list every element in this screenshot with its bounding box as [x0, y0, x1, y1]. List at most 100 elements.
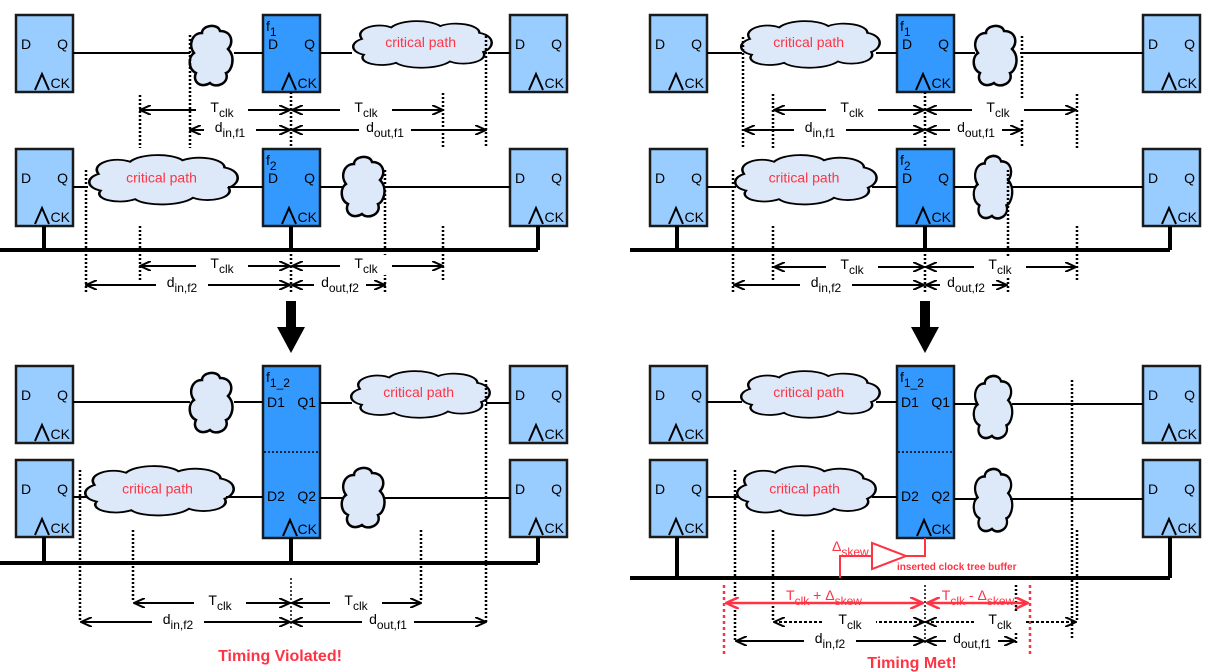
- label-background: [946, 630, 998, 650]
- pin-ck-label: CK: [685, 75, 705, 91]
- pin-ck-label: CK: [932, 209, 952, 225]
- cloud-shape: [188, 371, 234, 434]
- tclk-label: Tclk: [840, 256, 864, 277]
- source-flipflop-row2: D Q CK: [14, 458, 75, 539]
- pin-ck-label: CK: [1178, 426, 1198, 442]
- pin-ck-label: CK: [932, 521, 952, 537]
- clock-edge-icon: [668, 516, 684, 536]
- pin-d-label: D: [515, 387, 525, 403]
- label-background: [314, 274, 366, 294]
- label-background: [340, 255, 392, 275]
- pin-ck-label: CK: [51, 520, 71, 536]
- clock-edge-icon: [668, 205, 684, 225]
- critical-path-label: critical path: [122, 481, 193, 497]
- cloud-shape: [340, 466, 386, 529]
- pin-q-label: Q: [691, 481, 702, 497]
- pin-q-label: Q: [1184, 170, 1195, 186]
- critical-path-label: critical path: [383, 384, 454, 400]
- pin-ck-label: CK: [545, 520, 565, 536]
- critical-path-cloud: critical path: [739, 19, 881, 69]
- pin-d2-label: D2: [901, 488, 919, 504]
- pin-q-label: Q: [304, 36, 315, 52]
- pin-d-label: D: [21, 481, 31, 497]
- label-background: [974, 611, 1026, 631]
- pin-q-label: Q: [938, 170, 949, 186]
- clock-edge-icon: [1161, 71, 1177, 91]
- label-background: [194, 592, 246, 612]
- clock-edge-icon: [34, 516, 50, 536]
- pin-q-label: Q: [551, 481, 562, 497]
- short-path-cloud: [972, 154, 1014, 220]
- pin-ck-label: CK: [685, 209, 705, 225]
- clock-edge-icon: [668, 422, 684, 442]
- pin-ck-label: CK: [932, 75, 952, 91]
- dout-f1-label: dout,f1: [953, 630, 991, 651]
- short-path-cloud: [972, 467, 1014, 533]
- pin-ck-label: CK: [51, 75, 71, 91]
- arrow-head: [277, 327, 305, 353]
- pin-q-label: Q: [1184, 481, 1195, 497]
- pin-q2-label: Q2: [931, 488, 950, 504]
- short-path-cloud: [340, 466, 386, 529]
- label-background: [196, 255, 248, 275]
- timing-violated-label: Timing Violated!: [218, 648, 342, 665]
- clock-edge-icon: [528, 516, 544, 536]
- tclk-label: Tclk: [344, 592, 368, 613]
- short-path-cloud: [972, 374, 1014, 440]
- pin-d-label: D: [268, 36, 278, 52]
- dout-f1-label: dout,f1: [957, 119, 995, 140]
- pin-ck-label: CK: [545, 75, 565, 91]
- critical-path-cloud: critical path: [351, 19, 493, 69]
- critical-path-cloud: critical path: [735, 464, 877, 517]
- pin-d2-label: D2: [267, 488, 285, 504]
- cloud-shape: [972, 374, 1014, 440]
- pin-q-label: Q: [551, 387, 562, 403]
- buffer-label: inserted clock tree buffer: [897, 562, 1017, 573]
- clock-edge-icon: [1161, 516, 1177, 536]
- dout-f2-label: dout,f2: [321, 274, 359, 295]
- label-background: [974, 256, 1026, 276]
- pin-d-label: D: [515, 36, 525, 52]
- din-f1-label: din,f1: [215, 119, 246, 140]
- transform-arrow-icon: [277, 301, 305, 353]
- tclk-minus-skew-label: Tclk - Δskew: [942, 587, 1015, 608]
- tclk-label: Tclk: [988, 256, 1012, 277]
- flipflop-name: f1: [266, 18, 277, 39]
- din-f2-label: din,f2: [815, 630, 846, 651]
- pin-q-label: Q: [57, 481, 68, 497]
- arrow-shaft: [286, 301, 296, 327]
- pin-q-label: Q: [1184, 387, 1195, 403]
- label-background: [196, 99, 248, 119]
- critical-path-cloud: critical path: [739, 369, 881, 419]
- clock-edge-icon: [915, 205, 931, 225]
- pin-ck-label: CK: [685, 520, 705, 536]
- critical-path-label: critical path: [385, 34, 456, 50]
- label-background: [152, 611, 204, 631]
- label-background: [950, 119, 1002, 139]
- flipflop-name: f1: [900, 18, 911, 39]
- cloud-shape: [972, 24, 1018, 87]
- din-f1-label: din,f1: [805, 119, 836, 140]
- pin-q-label: Q: [551, 170, 562, 186]
- dout-f1-label: dout,f1: [366, 119, 404, 140]
- label-background: [826, 99, 878, 119]
- critical-path-cloud: critical path: [87, 153, 239, 206]
- label-background: [359, 119, 411, 139]
- pin-d-label: D: [21, 387, 31, 403]
- pin-q-label: Q: [551, 36, 562, 52]
- buffer-output-wire: [906, 538, 926, 557]
- pin-q-label: Q: [304, 170, 315, 186]
- delta-skew-label: Δskew: [832, 538, 869, 559]
